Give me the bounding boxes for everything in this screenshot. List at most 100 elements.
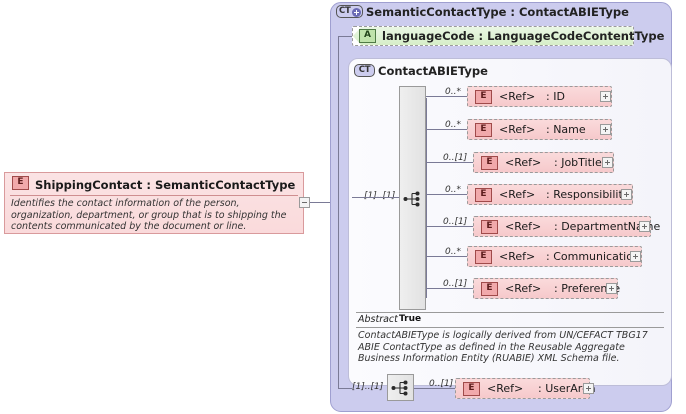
element-name: : Responsibility xyxy=(546,188,630,201)
element-row[interactable]: E <Ref> : ID xyxy=(467,86,612,107)
element-badge-label: E xyxy=(480,91,487,101)
element-row[interactable]: E <Ref> : Name xyxy=(467,119,612,140)
connector-line xyxy=(338,203,339,388)
connector-line xyxy=(338,388,352,389)
divider xyxy=(356,327,664,328)
element-badge: E xyxy=(463,382,480,396)
connector-line xyxy=(352,197,399,198)
element-ref: <Ref> xyxy=(505,282,542,295)
element-badge: E xyxy=(12,176,29,190)
element-row[interactable]: E <Ref> : Communication xyxy=(467,246,642,267)
element-badge: E xyxy=(481,282,498,296)
connector-line xyxy=(426,96,467,97)
element-cardinality: 0..[1] xyxy=(443,217,468,227)
element-name: : JobTitle xyxy=(554,156,602,169)
element-name: : UserArea xyxy=(538,382,596,395)
shipping-contact-element[interactable]: E ShippingContact : SemanticContactType … xyxy=(4,172,304,234)
element-ref: <Ref> xyxy=(499,188,536,201)
element-badge: E xyxy=(475,90,492,104)
plus-icon[interactable] xyxy=(602,157,613,168)
element-row[interactable]: E <Ref> : DepartmentName xyxy=(473,216,660,237)
connector-line xyxy=(426,129,467,130)
element-row[interactable]: E <Ref> : JobTitle xyxy=(473,152,614,173)
connector-line xyxy=(414,388,458,389)
sequence-compositor[interactable] xyxy=(399,86,426,310)
element-badge-label: E xyxy=(486,157,493,167)
plus-icon[interactable] xyxy=(621,189,632,200)
element-row[interactable]: E <Ref> : Responsibility xyxy=(467,184,633,205)
element-ref: <Ref> xyxy=(505,220,542,233)
attribute-shape xyxy=(353,27,633,45)
connector-line xyxy=(426,226,473,227)
connector-line xyxy=(426,194,467,195)
element-ref: <Ref> xyxy=(499,123,536,136)
element-row[interactable]: E <Ref> : Preference xyxy=(473,278,621,299)
element-badge-label: E xyxy=(480,251,487,261)
element-badge: E xyxy=(475,123,492,137)
divider xyxy=(356,312,664,313)
element-badge: E xyxy=(481,156,498,170)
element-name: : Preference xyxy=(554,282,621,295)
element-badge-label: E xyxy=(480,124,487,134)
element-badge: E xyxy=(475,250,492,264)
element-cardinality: 0..* xyxy=(445,247,461,257)
semantic-contact-type-title: SemanticContactType : ContactABIEType xyxy=(366,5,629,19)
element-badge: E xyxy=(475,188,492,202)
element-badge-label: E xyxy=(17,177,24,187)
plus-icon[interactable] xyxy=(630,251,641,262)
element-name: : Name xyxy=(546,123,586,136)
plus-icon[interactable] xyxy=(639,221,650,232)
plus-icon[interactable] xyxy=(600,91,611,102)
element-cardinality: 0..[1] xyxy=(443,153,468,163)
element-cardinality: 0..* xyxy=(445,185,461,195)
element-ref: <Ref> xyxy=(487,382,524,395)
element-badge-label: E xyxy=(486,221,493,231)
element-name: : Communication xyxy=(546,250,640,263)
contact-abie-type-documentation: ContactABIEType is logically derived fro… xyxy=(358,330,648,364)
connector-line xyxy=(426,162,473,163)
connector-line xyxy=(338,36,339,204)
sequence-cardinality: [1]..[1] xyxy=(364,191,396,201)
inner-complex-type-badge: CT xyxy=(354,64,375,77)
complex-type-badge-label: CT xyxy=(339,6,351,16)
element-cardinality: 0..[1] xyxy=(443,279,468,289)
connector-line xyxy=(338,36,352,37)
bottom-sequence-cardinality: [1]..[1] xyxy=(352,382,384,392)
attribute-badge-label: A xyxy=(364,30,371,40)
abstract-value: True xyxy=(399,314,422,324)
contact-abie-type-title: ContactABIEType xyxy=(378,64,488,78)
element-badge: E xyxy=(481,220,498,234)
connector-line xyxy=(310,202,330,203)
plus-icon[interactable] xyxy=(583,383,594,394)
bottom-sequence-compositor[interactable] xyxy=(387,374,414,401)
complex-type-badge[interactable]: CT xyxy=(336,5,363,18)
element-name: : ID xyxy=(546,90,565,103)
connector-line xyxy=(426,288,473,289)
sequence-icon xyxy=(403,191,420,207)
divider xyxy=(10,195,298,196)
connector-line xyxy=(426,256,467,257)
shipping-contact-title: ShippingContact : SemanticContactType xyxy=(35,178,296,192)
element-ref: <Ref> xyxy=(505,156,542,169)
element-cardinality: 0..* xyxy=(445,87,461,97)
user-area-cardinality: 0..[1] xyxy=(429,379,454,389)
connector-line xyxy=(426,98,427,298)
inner-complex-type-badge-label: CT xyxy=(358,65,371,75)
plus-icon[interactable] xyxy=(600,124,611,135)
element-badge-label: E xyxy=(468,383,475,393)
language-code-attribute-label: languageCode : LanguageCodeContentType xyxy=(382,29,665,43)
attribute-badge: A xyxy=(359,29,376,43)
element-badge-label: E xyxy=(480,189,487,199)
sequence-icon xyxy=(391,380,408,395)
element-ref: <Ref> xyxy=(499,250,536,263)
expand-plus-icon[interactable] xyxy=(352,7,361,17)
user-area-element[interactable]: E <Ref> : UserArea xyxy=(455,378,596,399)
language-code-attribute[interactable] xyxy=(352,26,634,46)
minus-icon[interactable] xyxy=(299,197,310,208)
element-badge-label: E xyxy=(486,283,493,293)
shipping-contact-documentation: Identifies the contact information of th… xyxy=(11,198,287,232)
element-name: : DepartmentName xyxy=(554,220,661,233)
element-ref: <Ref> xyxy=(499,90,536,103)
plus-icon[interactable] xyxy=(606,283,617,294)
element-cardinality: 0..* xyxy=(445,120,461,130)
